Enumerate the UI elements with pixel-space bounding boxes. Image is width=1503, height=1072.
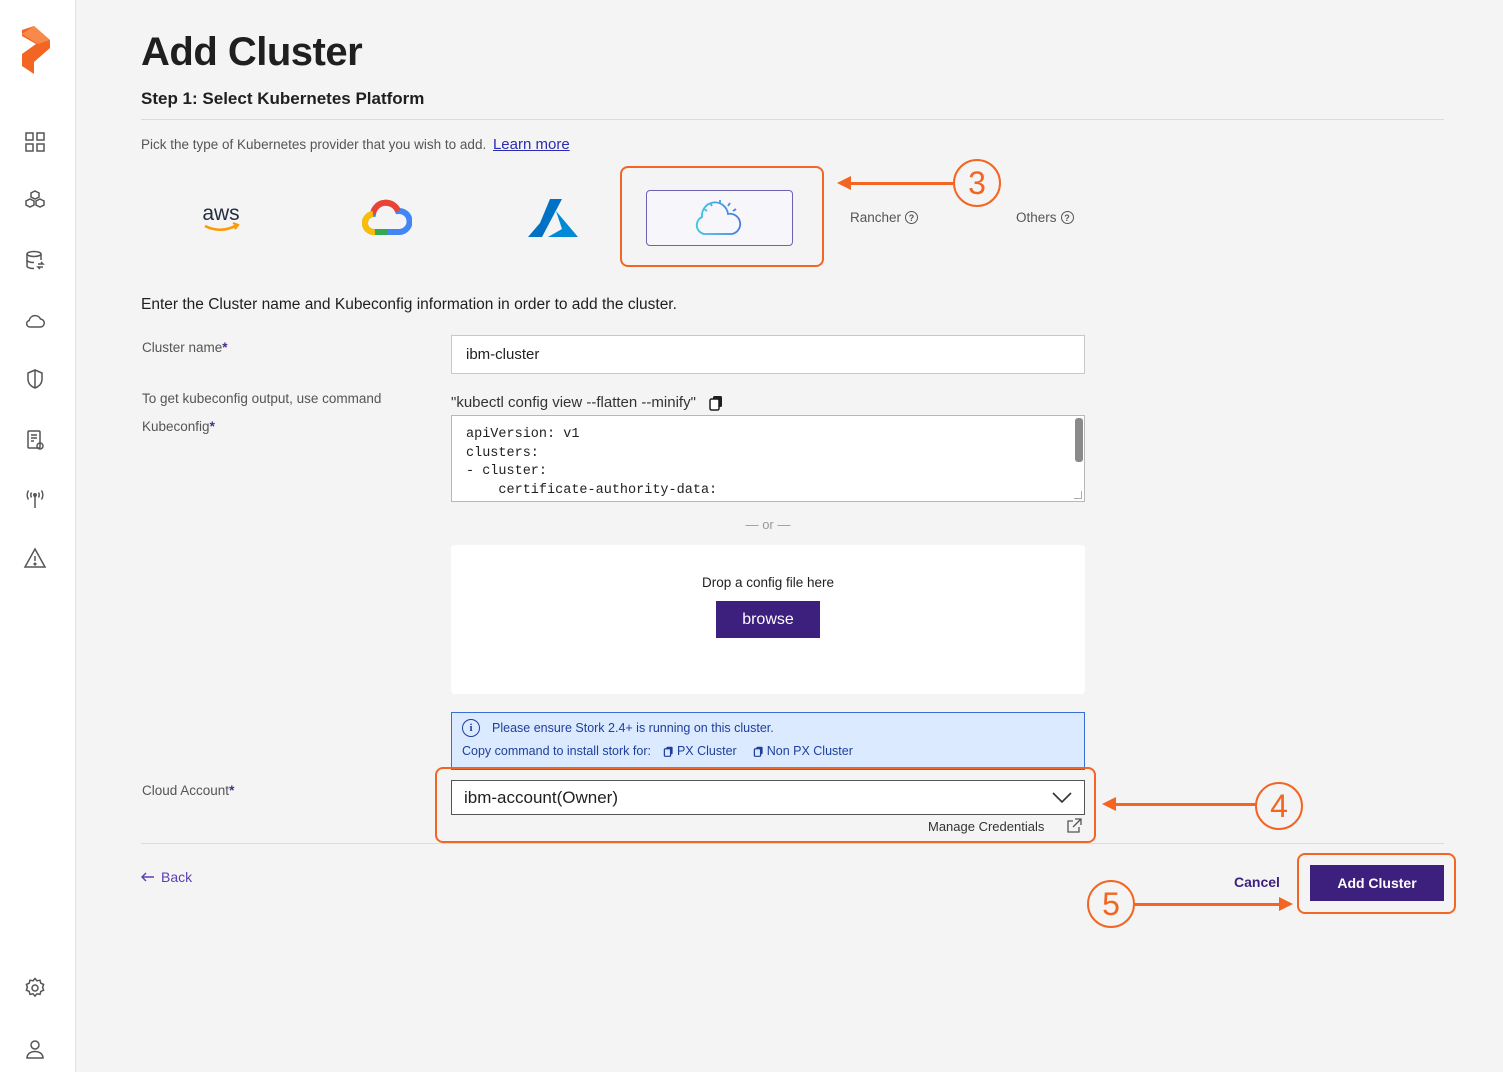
browse-button[interactable]: browse	[716, 601, 820, 638]
page-title: Add Cluster	[141, 30, 363, 74]
kubeconfig-label-text: Kubeconfig	[142, 419, 210, 434]
annotation-badge-4: 4	[1255, 782, 1303, 830]
px-cluster-label: PX Cluster	[676, 744, 737, 758]
policies-document-icon[interactable]	[22, 427, 48, 453]
cloud-account-value: ibm-account(Owner)	[464, 787, 618, 807]
applications-cubes-icon[interactable]	[22, 187, 48, 213]
shield-icon[interactable]	[22, 366, 48, 392]
copy-non-px-cluster-link[interactable]: Non PX Cluster	[753, 744, 853, 758]
kubeconfig-hint-label: To get kubeconfig output, use command	[142, 391, 382, 406]
backups-database-icon[interactable]	[22, 248, 48, 274]
back-button[interactable]: Back	[141, 869, 192, 885]
provider-ibm-cloud[interactable]	[646, 190, 793, 246]
settings-gear-icon[interactable]	[22, 975, 48, 1001]
annotation-box-4	[435, 767, 1096, 843]
portworx-logo[interactable]	[20, 26, 52, 74]
azure-icon	[528, 199, 578, 237]
back-label: Back	[161, 869, 193, 885]
cluster-name-input[interactable]	[451, 335, 1085, 374]
form-intro: Enter the Cluster name and Kubeconfig in…	[141, 296, 677, 313]
divider	[141, 843, 1444, 844]
ibm-cloud-icon	[695, 200, 741, 235]
dashboard-grid-icon[interactable]	[22, 129, 48, 155]
required-mark: *	[222, 340, 228, 355]
copy-px-cluster-link[interactable]: PX Cluster	[663, 744, 737, 758]
manage-credentials-label: Manage Credentials	[928, 818, 1045, 834]
platform-description: Pick the type of Kubernetes provider tha…	[141, 136, 570, 153]
non-px-cluster-label: Non PX Cluster	[766, 744, 853, 758]
kubeconfig-content: apiVersion: v1 clusters: - cluster: cert…	[466, 427, 718, 498]
annotation-arrowhead	[837, 176, 851, 190]
info-icon: i	[462, 719, 480, 737]
copy-icon	[663, 746, 673, 757]
annotation-badge-5: 5	[1087, 880, 1135, 928]
kubeconfig-textarea[interactable]: apiVersion: v1 clusters: - cluster: cert…	[451, 415, 1085, 502]
annotation-box-5	[1297, 853, 1456, 914]
annotation-badge-3: 3	[953, 159, 1001, 207]
required-mark: *	[229, 783, 235, 798]
or-separator: — or —	[745, 517, 791, 532]
kubeconfig-command: "kubectl config view --flatten --minify"	[451, 394, 724, 411]
antenna-icon[interactable]	[22, 486, 48, 512]
manage-credentials-link[interactable]: Manage Credentials	[928, 818, 1083, 834]
info-line1: Please ensure Stork 2.4+ is running on t…	[492, 721, 774, 735]
add-cluster-button[interactable]: Add Cluster	[1310, 865, 1444, 901]
user-profile-icon[interactable]	[22, 1036, 48, 1062]
sidebar	[0, 0, 76, 1072]
help-icon: ?	[905, 211, 919, 224]
cluster-name-label: Cluster name*	[142, 340, 228, 355]
config-dropzone[interactable]: Drop a config file here browse	[451, 545, 1085, 694]
google-cloud-icon	[362, 199, 412, 236]
provider-rancher[interactable]: Rancher ?	[850, 210, 919, 225]
alert-warning-icon[interactable]	[22, 545, 48, 571]
annotation-box-3	[620, 166, 824, 267]
provider-google-cloud[interactable]	[337, 190, 437, 246]
cloud-icon[interactable]	[22, 308, 48, 334]
required-mark: *	[209, 419, 215, 434]
annotation-arrowhead	[1102, 797, 1116, 811]
annotation-line	[850, 182, 954, 185]
info-line2-prefix: Copy command to install stork for:	[462, 744, 651, 758]
others-label: Others	[1016, 210, 1057, 225]
aws-logo-text: aws	[202, 202, 239, 225]
provider-aws[interactable]: aws	[171, 190, 271, 246]
platform-description-text: Pick the type of Kubernetes provider tha…	[141, 137, 487, 152]
divider	[141, 119, 1444, 120]
external-link-icon	[1067, 818, 1083, 833]
cloud-account-select[interactable]: ibm-account(Owner)	[451, 780, 1085, 815]
resize-grip[interactable]	[1074, 491, 1082, 499]
cancel-button[interactable]: Cancel	[1234, 874, 1280, 890]
help-icon: ?	[1060, 211, 1074, 224]
annotation-line	[1135, 903, 1280, 906]
arrow-left-icon	[141, 872, 154, 882]
aws-logo-icon: aws	[202, 202, 240, 231]
kubeconfig-label: Kubeconfig*	[142, 419, 215, 434]
scrollbar-thumb[interactable]	[1075, 418, 1083, 462]
step-title: Step 1: Select Kubernetes Platform	[141, 89, 425, 108]
learn-more-link[interactable]: Learn more	[492, 136, 570, 153]
copy-icon[interactable]	[708, 395, 724, 411]
copy-icon	[753, 746, 763, 757]
provider-others[interactable]: Others ?	[1016, 210, 1074, 225]
cloud-account-label: Cloud Account*	[142, 783, 234, 798]
kubeconfig-command-text: "kubectl config view --flatten --minify"	[451, 394, 696, 411]
stork-info-box: i Please ensure Stork 2.4+ is running on…	[451, 712, 1085, 770]
cloud-account-label-text: Cloud Account	[142, 783, 230, 798]
rancher-label: Rancher	[850, 210, 902, 225]
chevron-down-icon	[1052, 791, 1072, 803]
provider-azure[interactable]	[503, 190, 603, 246]
drop-text: Drop a config file here	[701, 575, 835, 590]
annotation-arrowhead	[1279, 897, 1293, 911]
annotation-line	[1115, 803, 1256, 806]
cluster-name-label-text: Cluster name	[142, 340, 223, 355]
